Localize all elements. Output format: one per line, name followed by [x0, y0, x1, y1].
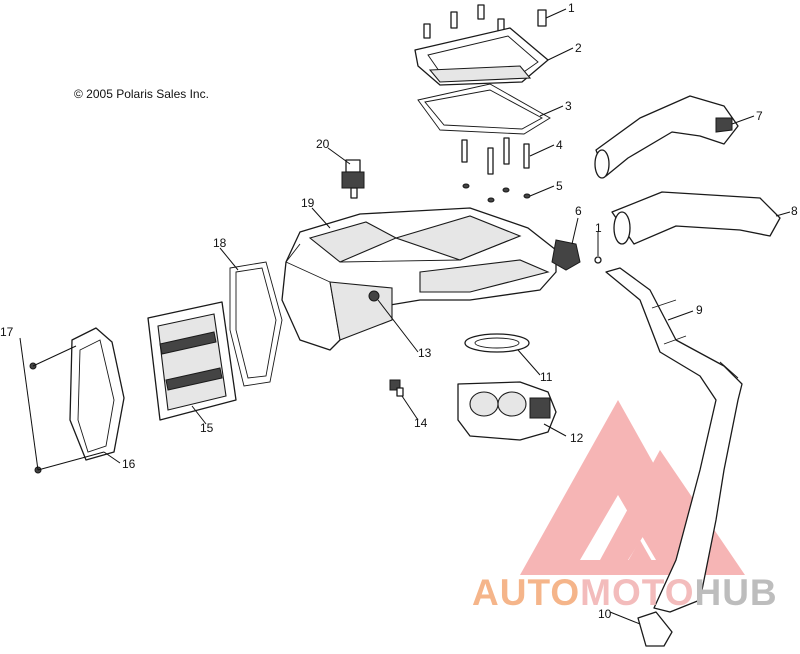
callout-15: 15	[200, 421, 214, 435]
callout-10: 10	[598, 607, 612, 621]
throttle-boot	[464, 333, 530, 353]
hose-clamp	[637, 611, 673, 647]
watermark-part2: MOTO	[580, 572, 695, 613]
cover-screws	[19, 337, 42, 474]
watermark-part1: AUTO	[472, 572, 581, 613]
callout-13: 13	[418, 346, 432, 360]
intake-duct-upper	[594, 95, 739, 179]
callout-1: 1	[568, 1, 575, 15]
callout-14: 14	[414, 416, 428, 430]
airbox-body	[281, 207, 557, 351]
callout-2: 2	[575, 41, 582, 55]
air-temp-sensor	[341, 159, 365, 199]
callout-4: 4	[556, 138, 563, 152]
callout-18: 18	[213, 236, 227, 250]
air-filter	[147, 301, 237, 421]
airbox-cover	[414, 27, 549, 86]
callout-1-second: 1	[595, 221, 602, 235]
breather-hose	[605, 267, 743, 613]
intake-duct-lower	[611, 191, 781, 245]
callout-6: 6	[575, 204, 582, 218]
callout-7: 7	[756, 109, 763, 123]
watermark-part3: HUB	[694, 572, 778, 613]
callout-20: 20	[316, 137, 330, 151]
callout-17: 17	[0, 325, 14, 339]
throttle-position-sensor	[551, 239, 602, 271]
drain-fitting	[389, 379, 404, 397]
callout-9: 9	[696, 303, 703, 317]
callout-19: 19	[301, 196, 315, 210]
cover-gasket	[417, 83, 551, 135]
filter-cover	[69, 327, 125, 461]
mount-bolts	[461, 137, 531, 203]
filter-gasket	[229, 261, 283, 387]
callout-5: 5	[556, 179, 563, 193]
copyright-notice: © 2005 Polaris Sales Inc.	[74, 87, 209, 101]
callout-3: 3	[565, 99, 572, 113]
throttle-body	[457, 381, 557, 441]
callout-16: 16	[122, 457, 136, 471]
callout-12: 12	[570, 431, 584, 445]
leader-lines	[32, 8, 791, 625]
watermark-text: AUTOMOTOHUB	[472, 572, 778, 614]
callout-8: 8	[791, 204, 798, 218]
callout-11: 11	[540, 370, 553, 384]
top-bolts	[423, 4, 547, 39]
